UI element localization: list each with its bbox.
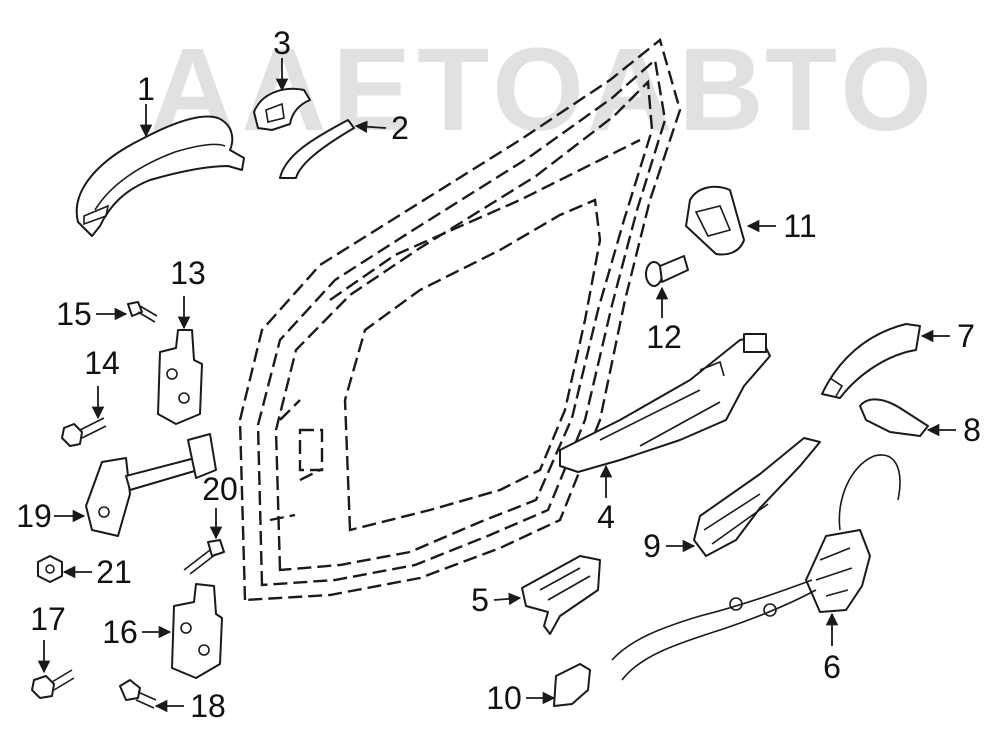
- part-17-bolt[interactable]: [31, 669, 75, 699]
- callout-16: 16: [102, 614, 138, 650]
- part-2-handle-gasket[interactable]: [279, 119, 355, 179]
- part-11-striker[interactable]: [685, 185, 745, 256]
- part-4-handle-frame[interactable]: [559, 333, 771, 473]
- callout-11: 11: [783, 208, 816, 244]
- callout-10: 10: [486, 680, 522, 716]
- callout-14: 14: [84, 345, 120, 381]
- part-3-handle-cap[interactable]: [253, 87, 311, 131]
- callout-6: 6: [823, 649, 841, 685]
- callout-19: 19: [16, 498, 52, 534]
- part-9-guide-rail[interactable]: [693, 437, 821, 557]
- part-6-latch-assembly[interactable]: [611, 454, 901, 681]
- callout-8: 8: [963, 412, 981, 448]
- callout-17: 17: [30, 601, 66, 637]
- callout-2: 2: [391, 110, 409, 146]
- part-20-bolt[interactable]: [183, 539, 225, 575]
- part-12-bolt[interactable]: [645, 255, 689, 287]
- callout-15: 15: [56, 296, 92, 332]
- part-5-bracket[interactable]: [521, 555, 601, 635]
- part-7-inner-handle[interactable]: [821, 323, 921, 399]
- callout-1: 1: [137, 71, 155, 107]
- callout-numbers: 1 2 3 4 5 6 7 8 9 10 11 12 13 14 15 16 1…: [16, 25, 981, 724]
- part-18-bolt[interactable]: [119, 679, 157, 709]
- part-10-clip[interactable]: [553, 663, 591, 707]
- part-13-upper-hinge[interactable]: [157, 329, 203, 425]
- part-14-bolt[interactable]: [61, 417, 107, 447]
- part-21-nut[interactable]: [37, 555, 63, 583]
- callout-18: 18: [190, 688, 226, 724]
- callout-4: 4: [597, 499, 615, 535]
- callout-9: 9: [643, 528, 661, 564]
- callout-12: 12: [646, 319, 682, 355]
- part-16-lower-hinge[interactable]: [171, 583, 223, 679]
- callout-7: 7: [957, 318, 975, 354]
- leader-lines: [37, 58, 956, 713]
- part-19-door-check[interactable]: [85, 433, 217, 537]
- door-shell-outline: [238, 37, 682, 602]
- part-15-bolt[interactable]: [127, 301, 158, 323]
- callout-21: 21: [96, 554, 132, 590]
- part-1-outer-handle[interactable]: [75, 115, 245, 237]
- callout-13: 13: [170, 255, 206, 291]
- watermark-logo: ААЕТОАВТО: [150, 24, 938, 156]
- callout-20: 20: [202, 471, 238, 507]
- callout-5: 5: [471, 582, 489, 618]
- part-8-handle-bracket[interactable]: [859, 398, 929, 437]
- callout-3: 3: [273, 25, 291, 61]
